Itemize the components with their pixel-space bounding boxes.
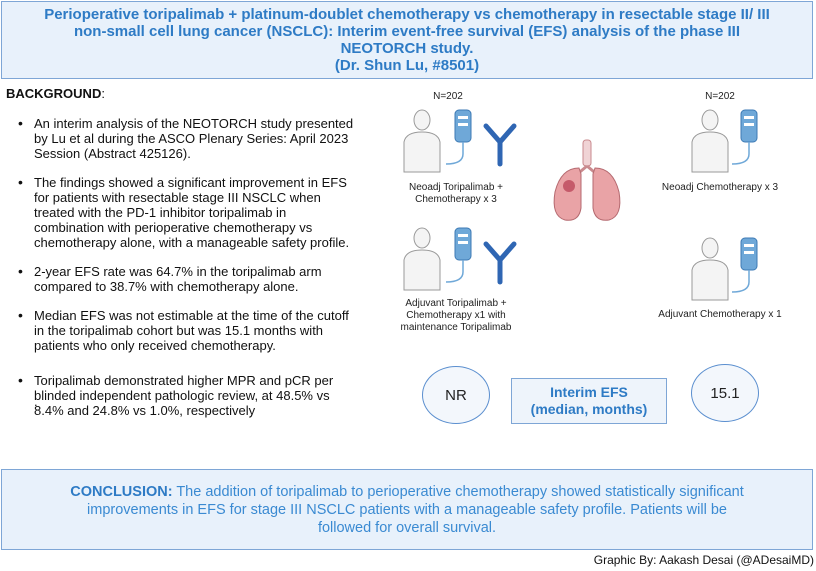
conclusion-label: CONCLUSION: [70, 483, 173, 500]
antibody-icon [483, 123, 517, 167]
conclusion-body: The addition of toripalimab to periopera… [87, 483, 744, 536]
bullet-item: The findings showed a significant improv… [14, 175, 354, 250]
lungs-icon [553, 139, 621, 221]
bullet-item: Toripalimab demonstrated higher MPR and … [14, 373, 354, 418]
right-neoadj-illustration [691, 109, 758, 173]
efs-title: Interim EFS [550, 384, 628, 400]
patient-figure-icon [403, 227, 441, 291]
right-neoadj-label: Neoadj Chemotherapy x 3 [661, 182, 779, 193]
iv-bag-icon [731, 109, 758, 165]
graphic-credit: Graphic By: Aakash Desai (@ADesaiMD) [593, 553, 814, 567]
bullet-item: 2-year EFS rate was 64.7% in the toripal… [14, 264, 354, 294]
left-result-value: NR [445, 386, 467, 404]
iv-bag-icon [445, 109, 472, 165]
page-title: Perioperative toripalimab + platinum-dou… [44, 6, 770, 57]
efs-subtitle: (median, months) [530, 401, 648, 417]
background-heading-colon: : [101, 86, 105, 101]
conclusion-banner: CONCLUSION: The addition of toripalimab … [1, 469, 813, 550]
interim-efs-box: Interim EFS (median, months) [511, 378, 667, 424]
bullet-item: An interim analysis of the NEOTORCH stud… [14, 116, 354, 161]
stray-dot: . [34, 394, 38, 409]
antibody-icon [483, 241, 517, 285]
right-adjuvant-illustration [691, 237, 758, 301]
patient-figure-icon [403, 109, 441, 173]
right-arm-n: N=202 [705, 91, 735, 102]
left-neoadj-illustration [403, 109, 517, 173]
background-heading: BACKGROUND: [6, 86, 105, 101]
header-banner: Perioperative toripalimab + platinum-dou… [1, 1, 813, 79]
left-adjuvant-label: Adjuvant Toripalimab + Chemotherapy x1 w… [400, 298, 512, 333]
background-bullet-list: An interim analysis of the NEOTORCH stud… [14, 116, 354, 432]
left-arm-n: N=202 [433, 91, 463, 102]
patient-figure-icon [691, 237, 729, 301]
left-neoadj-label: Neoadj Toripalimab + Chemotherapy x 3 [408, 182, 504, 205]
right-result-circle: 15.1 [691, 364, 759, 422]
right-result-value: 15.1 [710, 384, 740, 402]
patient-figure-icon [691, 109, 729, 173]
background-heading-text: BACKGROUND [6, 86, 102, 101]
conclusion-text: CONCLUSION: The addition of toripalimab … [62, 483, 752, 537]
right-adjuvant-label: Adjuvant Chemotherapy x 1 [658, 309, 782, 320]
iv-bag-icon [731, 237, 758, 293]
iv-bag-icon [445, 227, 472, 283]
left-adjuvant-illustration [403, 227, 517, 291]
left-result-circle: NR [422, 366, 490, 424]
author-line: (Dr. Shun Lu, #8501) [334, 57, 480, 74]
lungs-illustration [553, 139, 621, 221]
bullet-item: Median EFS was not estimable at the time… [14, 308, 354, 353]
